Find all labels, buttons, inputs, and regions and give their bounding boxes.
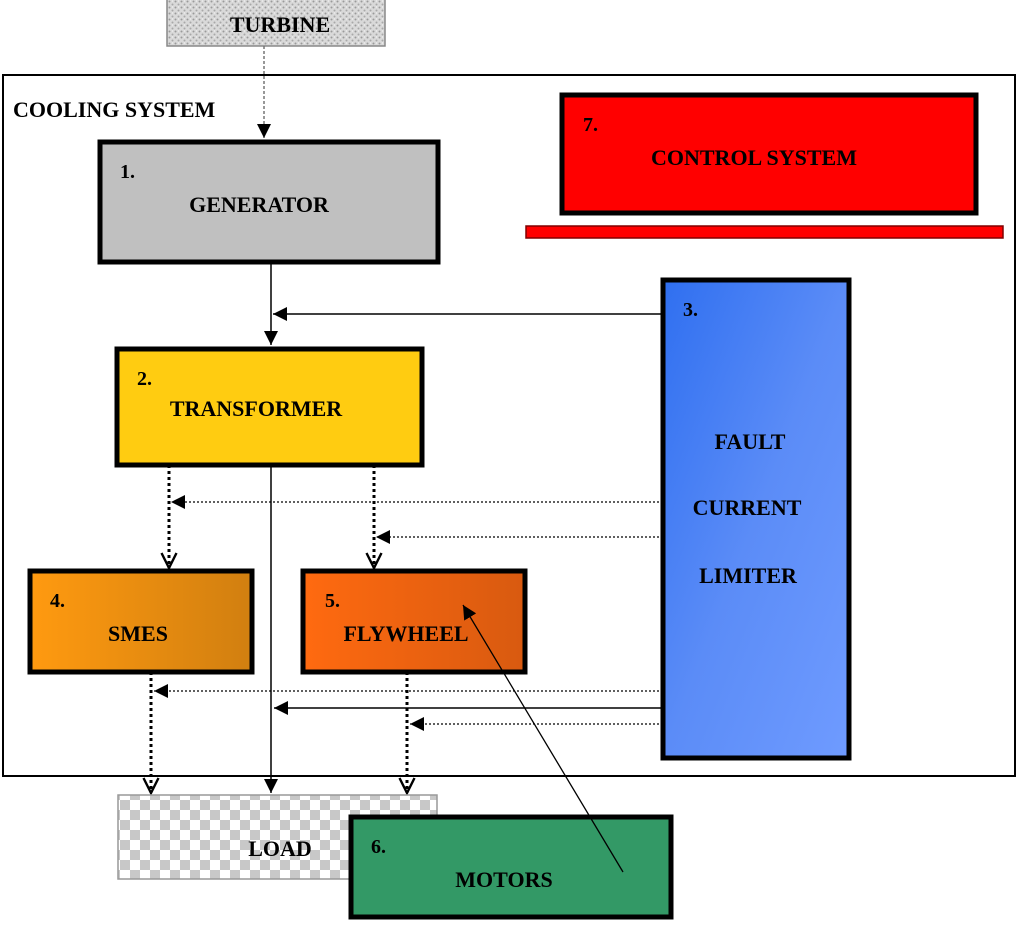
- fcl-label-line-2: CURRENT: [693, 495, 802, 520]
- generator-box: 1. GENERATOR: [97, 139, 441, 265]
- cooling-system-frame: COOLING SYSTEM: [2, 74, 1016, 777]
- motors-number: 6.: [371, 836, 386, 858]
- flywheel-label: FLYWHEEL: [343, 621, 468, 646]
- generator-label: GENERATOR: [189, 192, 330, 217]
- fcl-number: 3.: [683, 299, 698, 321]
- control-system-label: CONTROL SYSTEM: [651, 145, 857, 170]
- cooling-system-label: COOLING SYSTEM: [13, 97, 216, 122]
- transformer-number: 2.: [137, 368, 152, 390]
- transformer-box: 2. TRANSFORMER: [114, 346, 425, 468]
- motors-box: 6. MOTORS: [348, 814, 674, 920]
- generator-number: 1.: [120, 161, 135, 183]
- control-system-bus-bar: [525, 225, 1004, 239]
- flywheel-box: 5. FLYWHEEL: [300, 568, 528, 675]
- turbine-label: TURBINE: [230, 12, 330, 37]
- transformer-label: TRANSFORMER: [170, 396, 343, 421]
- smes-box: 4. SMES: [27, 568, 255, 675]
- smes-number: 4.: [50, 590, 65, 612]
- flywheel-number: 5.: [325, 590, 340, 612]
- fcl-label-line-1: FAULT: [715, 429, 786, 454]
- smes-label: SMES: [108, 621, 168, 646]
- fault-current-limiter-box: 3. FAULT CURRENT LIMITER: [660, 277, 852, 761]
- motors-label: MOTORS: [455, 867, 552, 892]
- control-system-box: 7. CONTROL SYSTEM: [559, 92, 979, 216]
- load-label: LOAD: [248, 836, 312, 861]
- motors-to-flywheel-arrow: [462, 604, 624, 873]
- fcl-label-line-3: LIMITER: [699, 563, 798, 588]
- control-system-number: 7.: [583, 114, 598, 136]
- turbine-box: TURBINE: [166, 0, 386, 47]
